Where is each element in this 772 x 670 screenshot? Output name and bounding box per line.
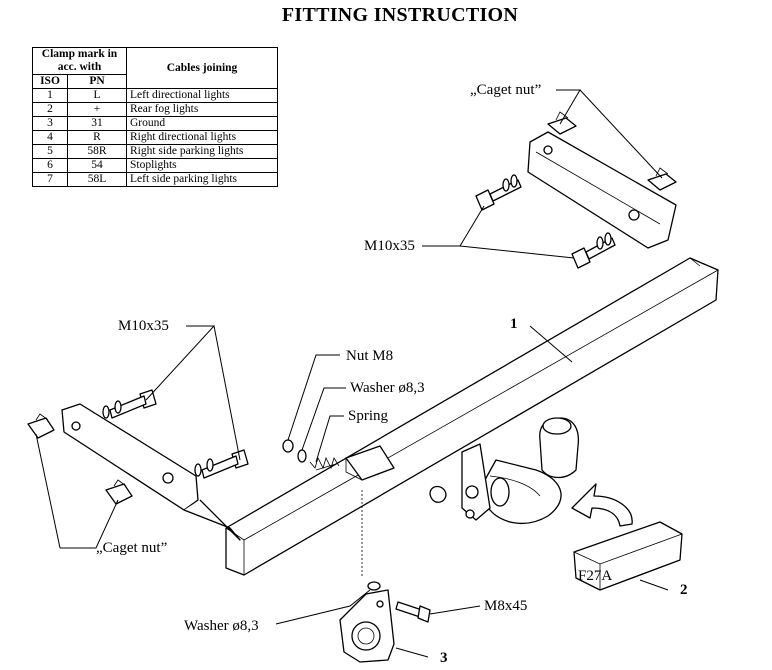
bolt-m10-icon <box>194 449 249 479</box>
product-box <box>573 521 683 591</box>
bolt-m10-icon <box>571 232 616 269</box>
socket-bracket <box>339 589 395 663</box>
leader-lines <box>35 89 669 658</box>
washer-label-top: Washer ø8,3 <box>350 380 425 396</box>
bolt-m10-icon <box>102 389 157 419</box>
center-clamp-bracket <box>345 445 395 481</box>
tow-ball-icon <box>539 417 580 479</box>
pn-cell: 58R <box>67 144 127 159</box>
socket-plate <box>429 443 491 521</box>
caget-nut-label-top: „Caget nut” <box>470 82 541 98</box>
pn-column-header: PN <box>67 74 127 89</box>
spring-icon <box>309 456 340 471</box>
caget-nut-icon <box>105 479 133 505</box>
box-code-label: F27A <box>578 568 612 584</box>
m8x45-label: M8x45 <box>484 598 527 614</box>
left-mounting-bracket <box>61 403 241 541</box>
m10x35-label-left: M10x35 <box>118 318 169 334</box>
nut-m8-label: Nut M8 <box>346 348 393 364</box>
clamp-mark-header: Clamp mark in acc. with <box>32 47 127 75</box>
nut-m8-icon <box>282 439 294 453</box>
page-title: FITTING INSTRUCTION <box>281 4 519 26</box>
tow-ball-neck <box>475 459 562 524</box>
table-row: 2 + Rear fog lights <box>32 102 278 117</box>
table-row: 5 58R Right side parking lights <box>32 144 278 159</box>
fitting-arrow-icon <box>571 483 633 527</box>
table-row: 7 58L Left side parking lights <box>32 172 278 187</box>
table-subheader-row: ISO PN <box>32 74 278 89</box>
cable-joining-table: Clamp mark in acc. with Cables joining I… <box>32 47 278 187</box>
part-3-label: 3 <box>440 650 448 666</box>
m10x35-label-right: M10x35 <box>364 238 415 254</box>
caget-nut-icon <box>27 413 55 439</box>
caget-nut-label-bottom: „Caget nut” <box>96 540 167 556</box>
part-1-label: 1 <box>510 316 518 332</box>
right-mounting-bracket <box>527 131 677 249</box>
cable-desc-cell: Left side parking lights <box>126 172 278 187</box>
spring-label: Spring <box>348 408 389 424</box>
part-2-label: 2 <box>680 582 688 598</box>
table-row: 4 R Right directional lights <box>32 130 278 145</box>
washer-label-bottom: Washer ø8,3 <box>184 618 259 634</box>
washer-icon <box>297 449 307 463</box>
caget-nut-icon <box>647 167 677 191</box>
bolt-m8-icon <box>395 601 431 623</box>
washer-icon <box>367 581 381 591</box>
table-row: 3 31 Ground <box>32 116 278 131</box>
cable-desc-cell: Right side parking lights <box>126 144 278 159</box>
caget-nut-icon <box>547 111 577 135</box>
bolt-m10-icon <box>475 174 522 211</box>
